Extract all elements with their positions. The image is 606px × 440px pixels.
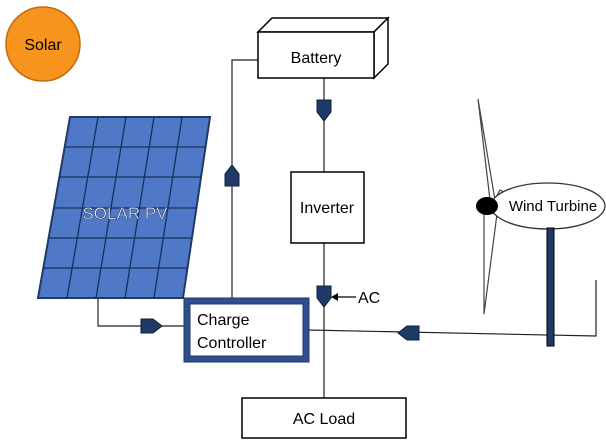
wiring bbox=[97, 59, 597, 398]
connector-battery-down bbox=[316, 99, 332, 122]
ac-annotation-arrowhead bbox=[331, 293, 338, 301]
ac-annotation-label: AC bbox=[358, 290, 380, 307]
inverter-label: Inverter bbox=[300, 200, 355, 217]
turbine-blade-upper bbox=[477, 98, 496, 201]
solar-panel: SOLAR PV bbox=[36, 116, 212, 299]
solar-panel-grid bbox=[43, 116, 206, 299]
battery-top-face bbox=[256, 17, 390, 33]
turbine-blade-lower bbox=[483, 211, 498, 315]
ac-load-box: AC Load bbox=[241, 397, 407, 439]
wire-controller-battery bbox=[231, 59, 258, 298]
charge-controller-label-line2: Controller bbox=[197, 335, 267, 352]
turbine-hub bbox=[476, 197, 498, 215]
connector-controller-up bbox=[224, 164, 240, 187]
turbine-tower bbox=[546, 227, 555, 347]
connector-turbine-left bbox=[397, 325, 420, 341]
solar-badge-circle bbox=[5, 6, 81, 82]
wind-turbine: Wind Turbine bbox=[476, 98, 606, 347]
charge-controller-inner bbox=[189, 303, 304, 357]
connector-inverter-down bbox=[316, 285, 332, 308]
ac-annotation: AC bbox=[331, 290, 380, 307]
battery-label: Battery bbox=[291, 50, 342, 67]
connectors bbox=[140, 99, 420, 341]
ac-load-label: AC Load bbox=[293, 411, 355, 428]
charge-controller-label-line1: Charge bbox=[197, 312, 250, 329]
battery-box: Battery bbox=[256, 16, 390, 80]
solar-panel-label: SOLAR PV bbox=[82, 204, 168, 223]
battery-front-face bbox=[257, 31, 375, 79]
connector-panel-right bbox=[140, 318, 163, 334]
solar-badge: Solar bbox=[5, 6, 81, 82]
charge-controller: Charge Controller bbox=[183, 297, 310, 363]
ac-load-rect bbox=[241, 397, 407, 439]
solar-badge-label: Solar bbox=[24, 37, 62, 54]
inverter-rect bbox=[290, 171, 365, 244]
inverter-box: Inverter bbox=[290, 171, 365, 244]
wind-turbine-label: Wind Turbine bbox=[509, 198, 597, 215]
